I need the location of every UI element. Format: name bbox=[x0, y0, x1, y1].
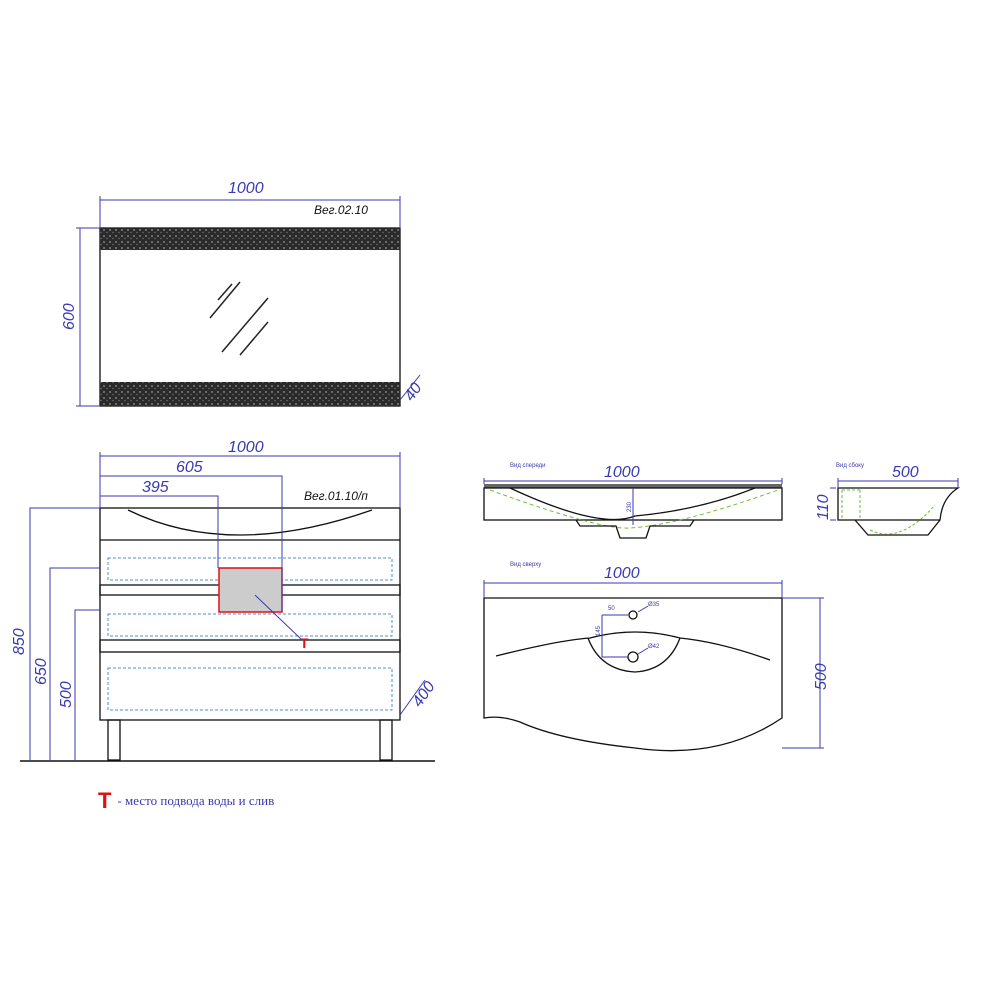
sink-front-label: Вид спереди bbox=[510, 463, 546, 469]
cabinet-depth-dim: 400 bbox=[409, 679, 438, 711]
sink-side-width-dim: 500 bbox=[892, 464, 919, 481]
sink-top-width-dim: 1000 bbox=[604, 565, 640, 582]
water-marker: T bbox=[300, 635, 309, 651]
cabinet-height-650-dim: 650 bbox=[33, 658, 50, 685]
sink-top-label: Вид сверху bbox=[510, 562, 541, 568]
cabinet-view: T bbox=[20, 452, 435, 762]
sink-top-depth-dim: 500 bbox=[813, 663, 830, 690]
cabinet-offset-395-dim: 395 bbox=[142, 479, 169, 496]
water-marker-legend: T bbox=[98, 788, 112, 813]
mirror-model-label: Вег.02.10 bbox=[314, 203, 368, 217]
mirror-view bbox=[76, 196, 421, 407]
sink-front-view bbox=[483, 478, 783, 539]
sink-front-depth-dim: 230 bbox=[627, 501, 633, 512]
sink-top-dim-145: 145 bbox=[596, 625, 602, 636]
sink-top-dim-drain: Ø42 bbox=[648, 644, 660, 650]
legend: T - место подвода воды и слив bbox=[98, 788, 274, 814]
glass-reflection-icon bbox=[209, 281, 269, 356]
mirror-width-dim: 1000 bbox=[228, 180, 264, 197]
cabinet-width-dim: 1000 bbox=[228, 439, 264, 456]
cabinet-model-label: Вег.01.10/п bbox=[304, 489, 368, 503]
cabinet-height-850-dim: 850 bbox=[11, 628, 28, 655]
cabinet-offset-605-dim: 605 bbox=[176, 459, 203, 476]
legend-text: - место подвода воды и слив bbox=[117, 793, 275, 808]
cabinet-height-500-dim: 500 bbox=[58, 681, 75, 708]
mirror-depth-dim: 40 bbox=[401, 380, 425, 404]
water-supply-zone bbox=[218, 567, 283, 613]
sink-side-view bbox=[830, 478, 961, 536]
sink-top-view bbox=[483, 580, 824, 752]
mirror-height-dim: 600 bbox=[61, 303, 78, 330]
sink-top-dim-tap-hole: Ø35 bbox=[648, 602, 660, 608]
sink-side-height-dim: 110 bbox=[815, 494, 832, 520]
sink-side-label: Вид сбоку bbox=[836, 463, 864, 469]
sink-top-dim-50: 50 bbox=[608, 606, 615, 612]
sink-front-width-dim: 1000 bbox=[604, 464, 640, 481]
